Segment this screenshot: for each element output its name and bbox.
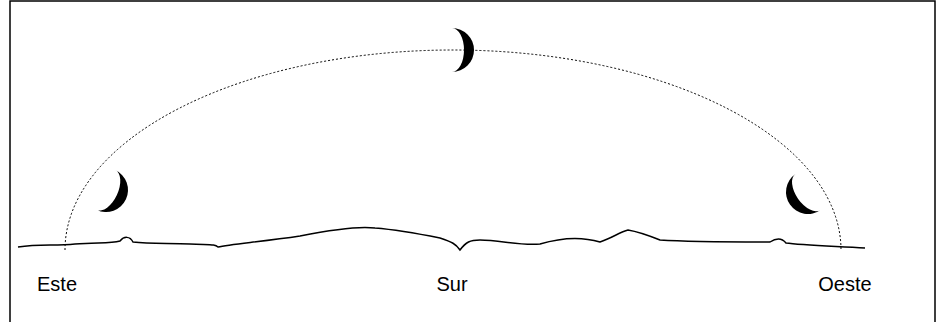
direction-label: Oeste	[818, 274, 871, 294]
direction-label: Este	[37, 274, 77, 294]
horizon	[18, 227, 865, 250]
crescent-moon	[777, 174, 820, 223]
moon-path	[65, 50, 841, 250]
frame	[10, 1, 935, 322]
crescent-moon	[452, 28, 474, 72]
crescent-moon	[97, 170, 136, 219]
direction-label: Sur	[436, 274, 467, 294]
